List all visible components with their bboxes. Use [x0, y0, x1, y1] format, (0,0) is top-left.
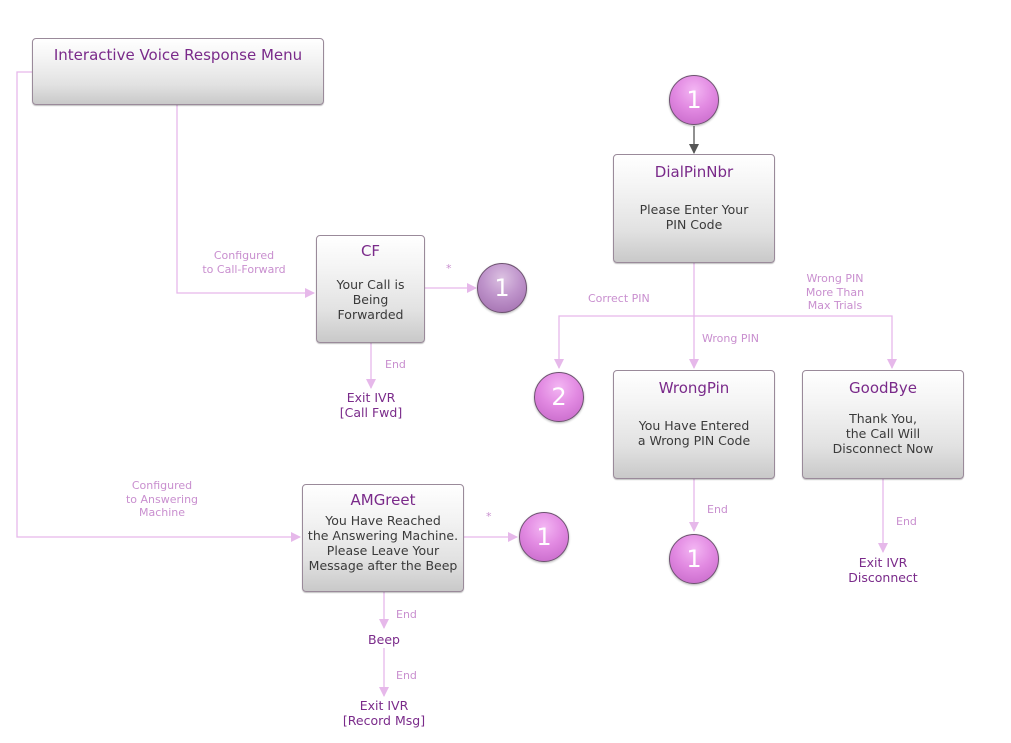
edge-label-cf-end: End [385, 358, 406, 371]
terminal-line: Exit IVR [858, 555, 908, 570]
node-goodbye-body: Thank You, the Call Will Disconnect Now [803, 411, 963, 456]
connector-bubble-cf[interactable]: 1 [477, 263, 527, 313]
label-line: Machine [138, 506, 186, 519]
terminal-cf-exit[interactable]: Exit IVR [Call Fwd] [321, 390, 421, 420]
edge-label-beep-end: End [396, 669, 417, 682]
root-node[interactable]: Interactive Voice Response Menu [32, 38, 324, 105]
node-cf[interactable]: CF Your Call is Being Forwarded [316, 235, 425, 343]
edge-label-am-end: End [396, 608, 417, 621]
connector-bubble-top[interactable]: 1 [669, 75, 719, 125]
node-dialpin-body: Please Enter Your PIN Code [614, 202, 774, 232]
edge-label-to-amgreet: Configured to Answering Machine [112, 479, 212, 520]
node-dialpin[interactable]: DialPinNbr Please Enter Your PIN Code [613, 154, 775, 263]
body-line: You Have Reached [325, 513, 441, 528]
body-line: Being [352, 292, 389, 307]
edge-label-cf-star: * [446, 262, 452, 275]
node-amgreet[interactable]: AMGreet You Have Reached the Answering M… [302, 484, 464, 592]
label-line: Configured [131, 479, 193, 492]
node-amgreet-body: You Have Reached the Answering Machine. … [303, 513, 463, 573]
connector-bubble-correct-pin[interactable]: 2 [534, 372, 584, 422]
connector-bubble-amgreet[interactable]: 1 [519, 512, 569, 562]
body-line: Forwarded [337, 307, 404, 322]
label-line: More Than [805, 285, 865, 299]
terminal-line: [Call Fwd] [339, 405, 403, 420]
terminal-beep[interactable]: Beep [344, 632, 424, 647]
body-line: PIN Code [665, 217, 723, 232]
body-line: the Call Will [845, 426, 921, 441]
node-cf-title: CF [360, 242, 381, 260]
edge-label-wrong-pin-max: Wrong PIN More Than Max Trials [795, 272, 875, 313]
edge-label-wrong-pin: Wrong PIN [702, 332, 759, 345]
label-line: to Call-Forward [202, 262, 286, 276]
body-line: Your Call is [336, 277, 405, 292]
terminal-line: Disconnect [848, 570, 918, 585]
body-line: Message after the Beep [308, 558, 458, 573]
label-line: Max Trials [807, 299, 863, 312]
terminal-line: Beep [368, 632, 400, 647]
edge-label-wrongpin-end: End [707, 503, 728, 516]
node-wrongpin-body: You Have Entered a Wrong PIN Code [614, 418, 774, 448]
label-line: to Answering [125, 492, 199, 506]
body-line: Disconnect Now [832, 441, 934, 456]
edge-dialpin-to-correct [554, 315, 694, 369]
terminal-line: Exit IVR [359, 698, 409, 713]
node-goodbye[interactable]: GoodBye Thank You, the Call Will Disconn… [802, 370, 964, 479]
body-line: a Wrong PIN Code [637, 433, 751, 448]
node-dialpin-title: DialPinNbr [654, 163, 734, 181]
edge-label-am-star: * [486, 510, 492, 523]
body-line: the Answering Machine. [307, 528, 459, 543]
terminal-am-exit[interactable]: Exit IVR [Record Msg] [324, 698, 444, 728]
node-amgreet-title: AMGreet [350, 491, 416, 509]
root-node-title: Interactive Voice Response Menu [53, 46, 303, 64]
body-line: Thank You, [849, 411, 917, 426]
edge-dialpin-to-goodbye [694, 315, 897, 369]
label-line: Wrong PIN [806, 272, 864, 285]
edge-root-to-cf [176, 105, 315, 298]
node-wrongpin-title: WrongPin [658, 379, 730, 397]
edge-root-to-amgreet [16, 71, 301, 542]
edge-label-correct-pin: Correct PIN [588, 292, 650, 305]
connector-bubble-wrongpin-end[interactable]: 1 [669, 534, 719, 584]
terminal-line: [Record Msg] [342, 713, 426, 728]
body-line: Please Leave Your [326, 543, 440, 558]
node-cf-body: Your Call is Being Forwarded [317, 277, 424, 322]
terminal-line: Exit IVR [346, 390, 396, 405]
edge-label-goodbye-end: End [896, 515, 917, 528]
body-line: Please Enter Your [639, 202, 749, 217]
body-line: You Have Entered [638, 418, 750, 433]
label-line: Configured [213, 249, 275, 262]
node-goodbye-title: GoodBye [849, 379, 917, 397]
terminal-goodbye-exit[interactable]: Exit IVR Disconnect [833, 555, 933, 585]
node-wrongpin[interactable]: WrongPin You Have Entered a Wrong PIN Co… [613, 370, 775, 479]
edge-label-to-cf: Configured to Call-Forward [196, 249, 292, 276]
